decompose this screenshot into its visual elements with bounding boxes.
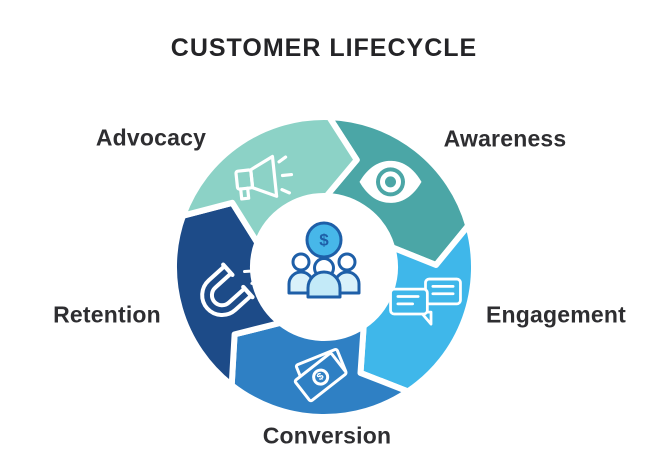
money-icon: $ (293, 347, 348, 403)
segment-label-engagement: Engagement (485, 301, 627, 328)
page-title: CUSTOMER LIFECYCLE (170, 34, 478, 62)
segment-label-advocacy: Advocacy (95, 124, 207, 151)
svg-text:$: $ (315, 371, 327, 383)
segment-label-conversion: Conversion (262, 422, 392, 449)
eye-icon (359, 160, 422, 203)
customers-money-icon: $ (287, 221, 361, 299)
chat-icon (389, 277, 462, 326)
segment-label-retention: Retention (53, 301, 161, 328)
segment-advocacy (180, 114, 360, 246)
segment-label-awareness: Awareness (443, 125, 567, 152)
dollar-symbol: $ (319, 231, 329, 250)
megaphone-icon (234, 154, 294, 201)
magnet-icon (200, 262, 262, 317)
